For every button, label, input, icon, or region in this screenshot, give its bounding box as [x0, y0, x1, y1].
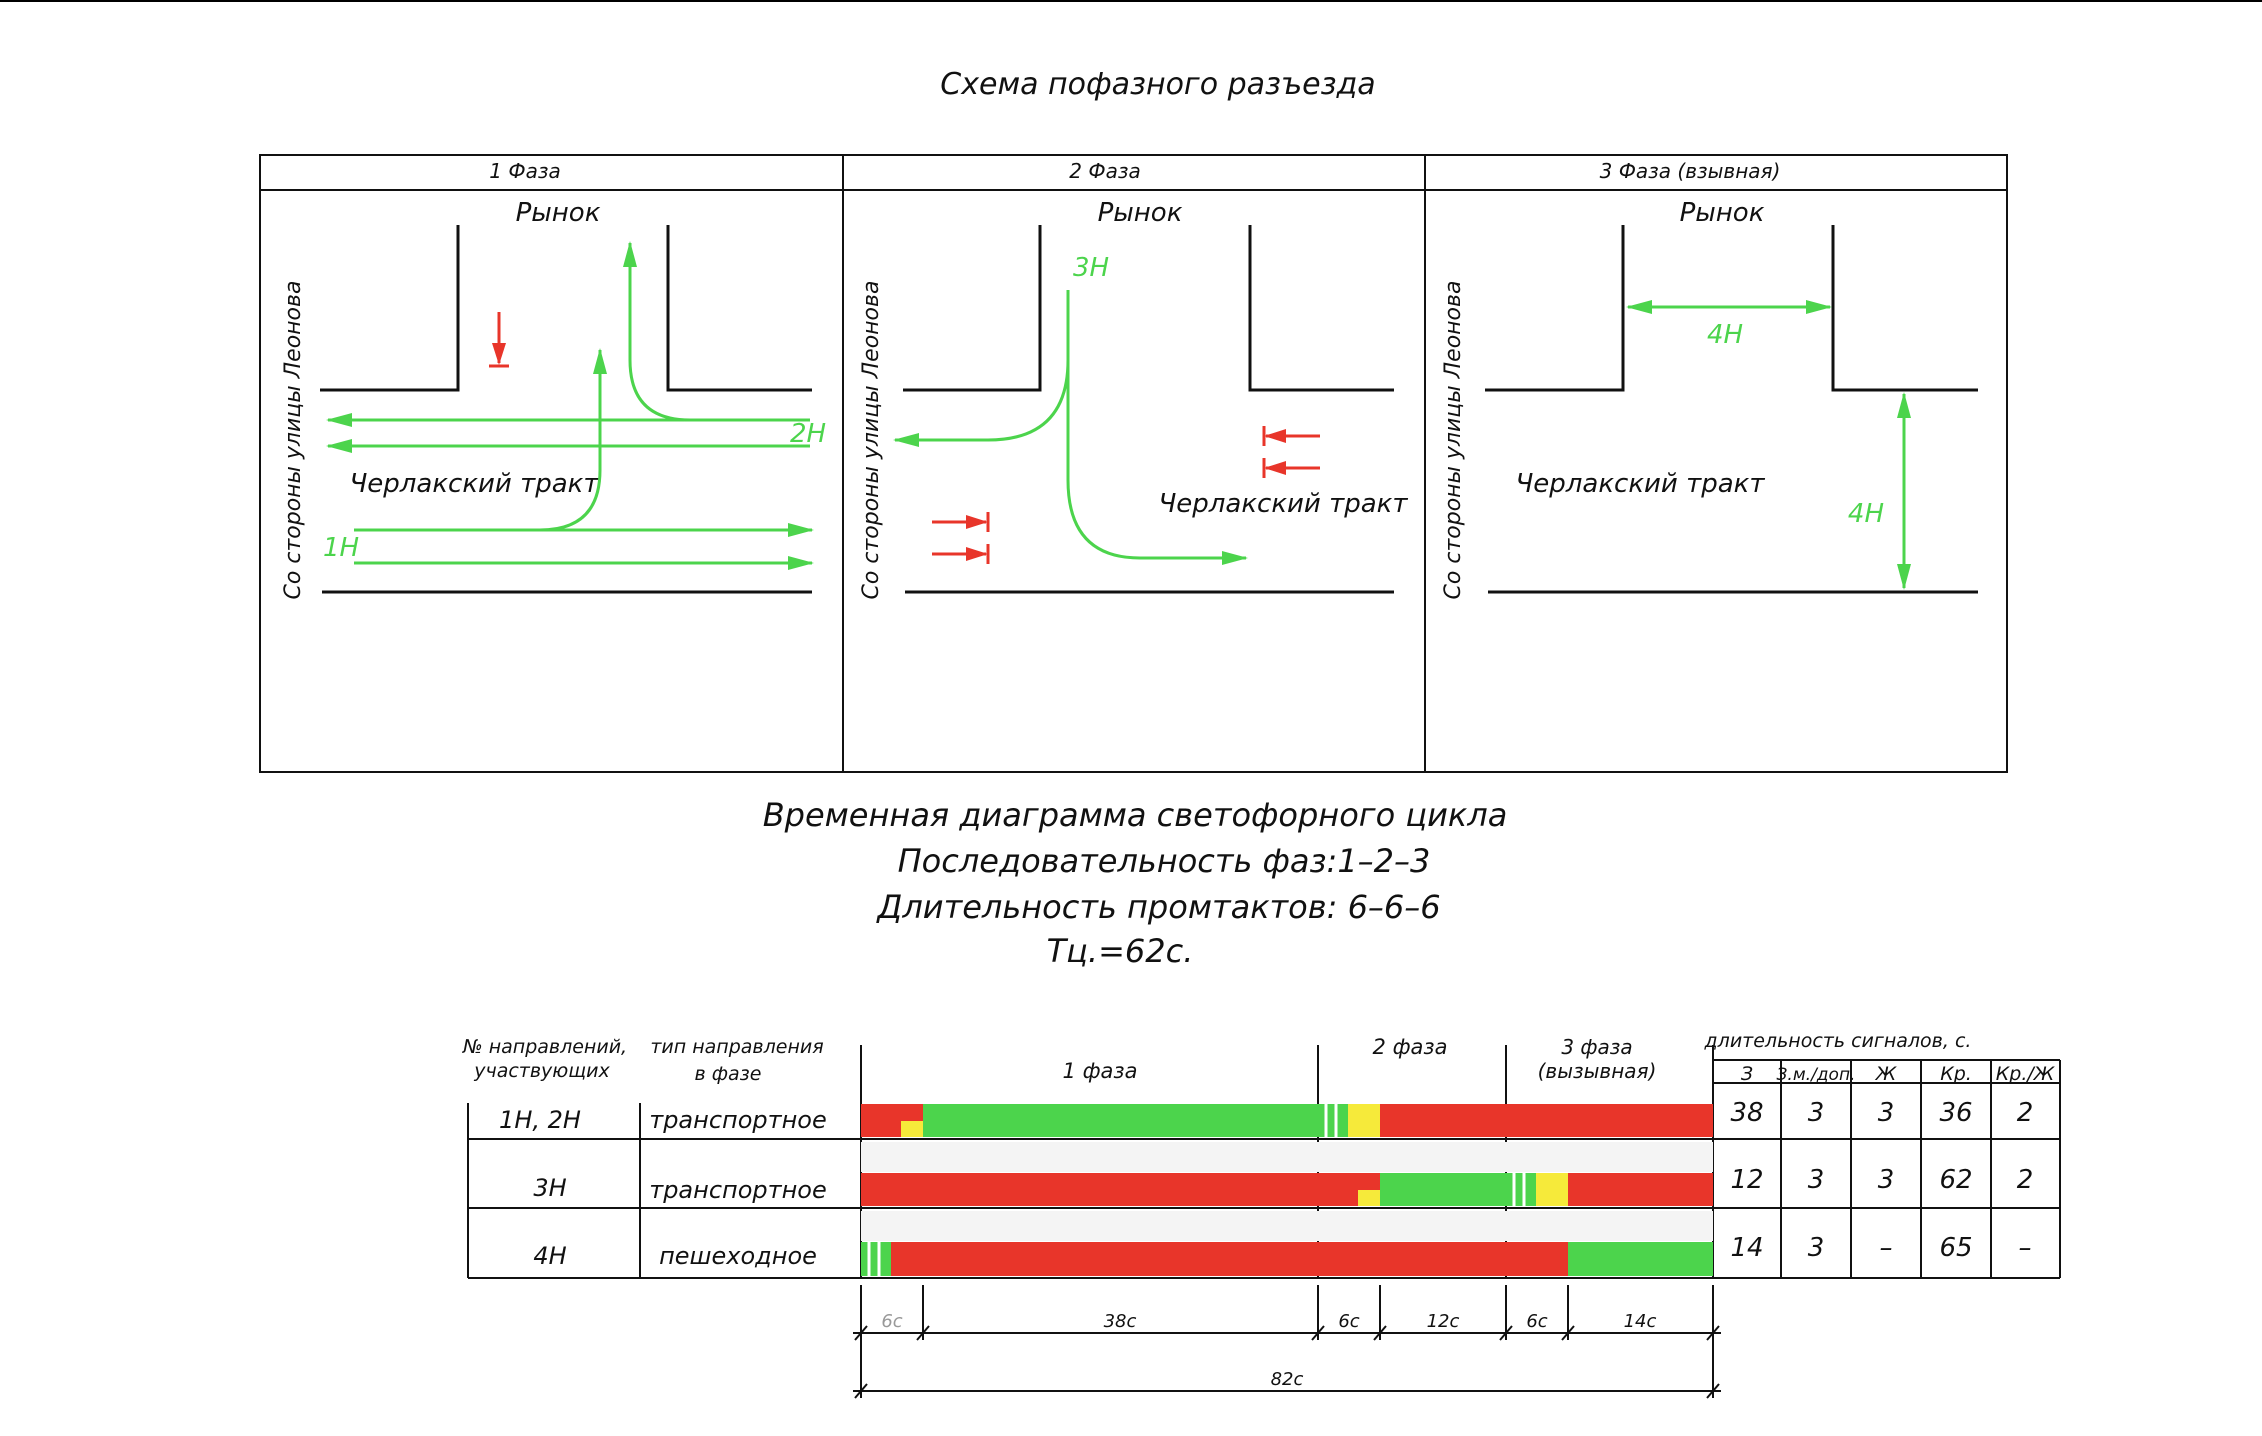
phase-1-label-1n: 1Н	[323, 533, 359, 563]
phase-3-label-4n-top: 4Н	[1707, 320, 1743, 350]
row-3-type: пешеходное	[659, 1242, 817, 1270]
phase-1-side-street: Со стороны улицы Леонова	[281, 281, 306, 600]
row-1-type: транспортное	[649, 1106, 827, 1134]
row-2-yellow: 3	[1878, 1165, 1895, 1195]
signal-col-green: З	[1741, 1063, 1753, 1085]
row-1-green-flash	[1318, 1104, 1348, 1137]
cycle-title: Временная диаграмма светофорного цикла	[763, 796, 1508, 834]
row-1-red-yellow: 2	[2017, 1098, 2034, 1128]
row-1-yellow	[1348, 1104, 1380, 1137]
phase-1-label-2n: 2Н	[790, 419, 826, 449]
row-3-green: 14	[1730, 1233, 1763, 1263]
row-3-green-flash	[861, 1242, 891, 1276]
col-header-num-2: участвующих	[473, 1060, 610, 1082]
row-2-yellow	[1536, 1173, 1568, 1206]
dim-6s-1: 6с	[881, 1311, 902, 1332]
dim-14s: 14с	[1624, 1311, 1657, 1332]
phase-3-road: Черлакский тракт	[1515, 469, 1765, 499]
signal-col-green-flash: З.м./доп.	[1777, 1065, 1856, 1085]
diagram-title: Схема пофазного разъезда	[940, 67, 1375, 102]
dim-6s-3: 6с	[1526, 1311, 1547, 1332]
dim-total: 82с	[1271, 1369, 1304, 1390]
timing-table: № направлений, участвующих тип направлен…	[462, 1030, 2061, 1399]
row-1-num: 1Н, 2Н	[499, 1106, 581, 1134]
phase-frame	[259, 154, 2008, 773]
row-3-red	[891, 1242, 1568, 1276]
dim-38s: 38с	[1104, 1311, 1137, 1332]
signal-col-red: Кр.	[1940, 1063, 1972, 1085]
row-1-redyellow	[901, 1121, 923, 1137]
row-2-green	[1380, 1173, 1506, 1206]
phase-2-header: 2 Фаза	[1069, 159, 1140, 183]
row-1-red: 36	[1939, 1098, 1972, 1128]
phase-1-scheme: Рынок Со стороны улицы Леонова Черлакски…	[281, 198, 826, 599]
phase-1-market: Рынок	[516, 198, 601, 228]
phase-2-market: Рынок	[1098, 198, 1183, 228]
row-2-red: 62	[1939, 1165, 1972, 1195]
row-2-num: 3Н	[533, 1174, 566, 1202]
col-header-type-2: в фазе	[695, 1063, 762, 1085]
col-header-type-1: тип направления	[650, 1036, 823, 1058]
phase-3-scheme: Рынок Со стороны улицы Леонова Черлакски…	[1441, 198, 1978, 599]
row-3-num: 4Н	[533, 1242, 566, 1270]
phase-label-3a: 3 фаза	[1561, 1035, 1632, 1059]
phase-3-side-street: Со стороны улицы Леонова	[1441, 281, 1466, 600]
phase-label-1: 1 фаза	[1063, 1059, 1138, 1083]
cycle-tc: Тц.=62с.	[1047, 932, 1194, 970]
row-2-type: транспортное	[649, 1176, 827, 1204]
row-2-red-1	[861, 1173, 1380, 1206]
row-2-green-flash	[1506, 1173, 1536, 1206]
phase-1-road: Черлакский тракт	[349, 469, 599, 499]
row-3-green	[1568, 1242, 1713, 1276]
row-3-red: 65	[1939, 1233, 1972, 1263]
signal-header: длительность сигналов, с.	[1704, 1030, 1972, 1052]
row-1-green: 38	[1730, 1098, 1763, 1128]
phase-2-scheme: Рынок Со стороны улицы Леонова Черлакски…	[859, 198, 1408, 599]
row-2-red-2	[1568, 1173, 1713, 1206]
row-2-green-flash: 3	[1808, 1165, 1825, 1195]
phase-3-label-4n-right: 4Н	[1848, 499, 1884, 529]
row-1-green-flash: 3	[1808, 1098, 1825, 1128]
cycle-sequence: Последовательность фаз:1–2–3	[898, 842, 1431, 880]
row-2-green: 12	[1730, 1165, 1763, 1195]
phase-1-header: 1 Фаза	[489, 159, 560, 183]
row-1-red-2	[1380, 1104, 1713, 1137]
dim-6s-2: 6с	[1338, 1311, 1359, 1332]
row-1-green	[923, 1104, 1318, 1137]
dim-12s: 12с	[1427, 1311, 1460, 1332]
phase-3-header: 3 Фаза (взывная)	[1600, 159, 1781, 183]
phase-label-3b: (вызывная)	[1538, 1059, 1657, 1083]
phase-2-road: Черлакский тракт	[1158, 489, 1408, 519]
row-3-yellow: –	[1880, 1233, 1893, 1263]
col-header-num-1: № направлений,	[462, 1036, 627, 1058]
phase-2-side-street: Со стороны улицы Леонова	[859, 281, 884, 600]
row-2-red-yellow: 2	[2017, 1165, 2034, 1195]
row-1-yellow: 3	[1878, 1098, 1895, 1128]
row-3-green-flash: 3	[1808, 1233, 1825, 1263]
top-border	[0, 0, 2262, 2]
row-3-red-yellow: –	[2019, 1233, 2032, 1263]
cycle-intertacts: Длительность промтактов: 6–6–6	[875, 888, 1440, 926]
phase-label-2: 2 фаза	[1373, 1035, 1448, 1059]
row-2-redyellow	[1358, 1190, 1380, 1206]
signal-col-yellow: Ж	[1875, 1063, 1898, 1085]
signal-col-red-yellow: Кр./Ж	[1996, 1063, 2056, 1085]
phase-3-market: Рынок	[1680, 198, 1765, 228]
phase-2-label-3n: 3Н	[1073, 253, 1109, 283]
